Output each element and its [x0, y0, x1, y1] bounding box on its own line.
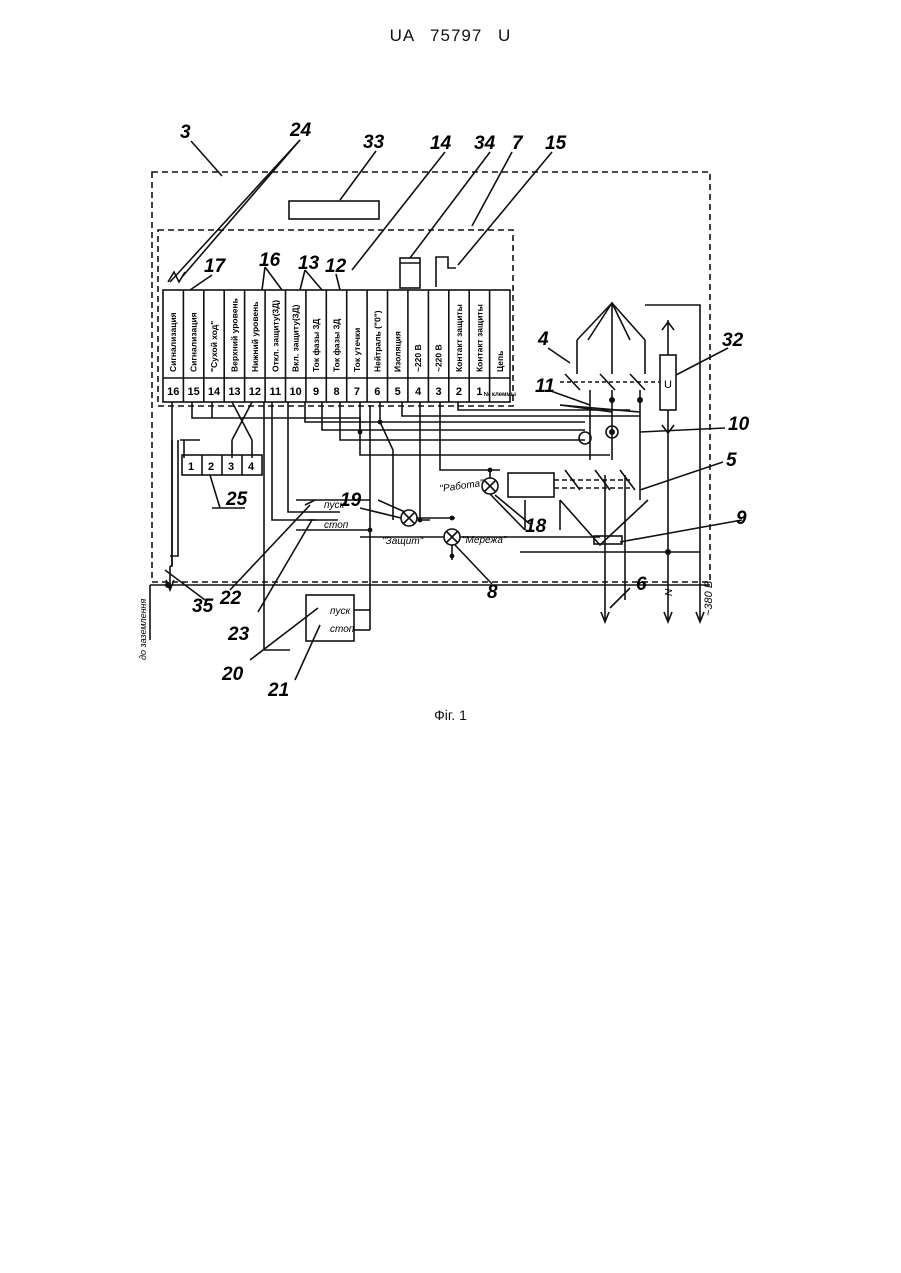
line-n-label: N	[664, 588, 675, 596]
ref-6: 6	[636, 574, 647, 595]
terminal-label: Ток утечки	[352, 328, 362, 372]
ref-12: 12	[325, 256, 347, 277]
ref-11: 11	[535, 376, 555, 397]
starter-relay	[508, 473, 554, 497]
ref-22: 22	[219, 588, 242, 609]
ref-20: 20	[221, 664, 244, 685]
terminal-label: Вкл. защиту(3Д)	[291, 304, 301, 372]
switch-start-a: пуск	[324, 500, 346, 511]
ref-7: 7	[512, 133, 524, 154]
ref-4: 4	[537, 329, 549, 350]
terminal-label: Контакт защиты	[454, 304, 464, 372]
terminal-number: 9	[313, 386, 319, 398]
terminal-number: 3	[435, 386, 441, 398]
alarm-cell-4: 4	[248, 461, 255, 473]
ref-9: 9	[736, 508, 747, 529]
terminal-label: "Сухой ход"	[209, 321, 219, 372]
ref-5: 5	[726, 450, 737, 471]
lamp-protection-label: "Защит"	[382, 536, 424, 547]
display	[289, 201, 379, 219]
lamp-network-label: "Мережа"	[462, 535, 507, 546]
figure-caption: Фіг. 1	[0, 707, 901, 723]
ref-13: 13	[298, 253, 320, 274]
ref-18: 18	[525, 516, 547, 537]
ref-25: 25	[225, 489, 248, 510]
ref-23: 23	[227, 624, 250, 645]
terminal-number: 10	[290, 386, 302, 398]
terminal-number: 8	[333, 386, 339, 398]
terminal-number: 11	[269, 386, 281, 398]
terminal-number: 1	[476, 386, 482, 398]
terminal-label: Сигнализация	[168, 312, 178, 372]
ref-14: 14	[430, 133, 452, 154]
line-380-label: ~380 В	[703, 581, 715, 616]
terminal-number: 4	[415, 386, 422, 398]
switch-stop-a: стоп	[324, 520, 349, 531]
terminal-number: 6	[374, 386, 380, 398]
ref-24: 24	[289, 120, 312, 141]
ref-10: 10	[728, 414, 750, 435]
terminal-label: ~220 В	[434, 344, 444, 372]
switch-start-b: пуск	[330, 606, 352, 617]
ref-32: 32	[722, 330, 744, 351]
terminal-number: 14	[208, 386, 221, 398]
terminal-number: 12	[249, 386, 261, 398]
terminal-label: Ток фазы 3Д	[332, 319, 342, 372]
alarm-cell-1: 1	[188, 461, 194, 473]
terminal-number: 15	[187, 386, 199, 398]
terminal-label: Изоляция	[393, 331, 403, 372]
ref-21: 21	[267, 680, 289, 701]
ref-15: 15	[545, 133, 567, 154]
ref-33: 33	[363, 132, 385, 153]
terminal-label: Ток фазы 3Д	[311, 319, 321, 372]
alarm-cell-2: 2	[208, 461, 214, 473]
terminal-label: Контакт защиты	[474, 304, 484, 372]
terminal-number: 7	[354, 386, 360, 398]
alarm-cell-3: 3	[228, 461, 234, 473]
ref-8: 8	[487, 582, 498, 603]
ref-3: 3	[180, 122, 191, 143]
ref-17: 17	[204, 256, 227, 277]
sensor-u-label: U	[664, 379, 672, 391]
terminal-label: Сигнализация	[189, 312, 199, 372]
terminal-label: Откл. защиту(3Д)	[270, 300, 280, 372]
ref-16: 16	[259, 250, 281, 271]
terminal-number: № клеммы	[484, 391, 516, 398]
terminal-number: 5	[395, 386, 401, 398]
terminal-label: Нейтраль ("0")	[372, 310, 382, 372]
ground-label: до заземлення	[138, 598, 148, 660]
ref-34: 34	[474, 133, 496, 154]
lamp-work-label: "Работа"	[439, 477, 485, 495]
terminal-label: Цепь	[495, 351, 505, 372]
switch-stop-b: стоп	[330, 624, 355, 635]
terminal-label: Верхний уровень	[229, 298, 239, 372]
terminal-number: 2	[456, 386, 462, 398]
terminal-label: ~220 В	[413, 344, 423, 372]
terminal-number: 13	[228, 386, 240, 398]
terminal-label: Нижний уровень	[250, 301, 260, 372]
ref-35: 35	[192, 596, 214, 617]
terminal-number: 16	[167, 386, 179, 398]
